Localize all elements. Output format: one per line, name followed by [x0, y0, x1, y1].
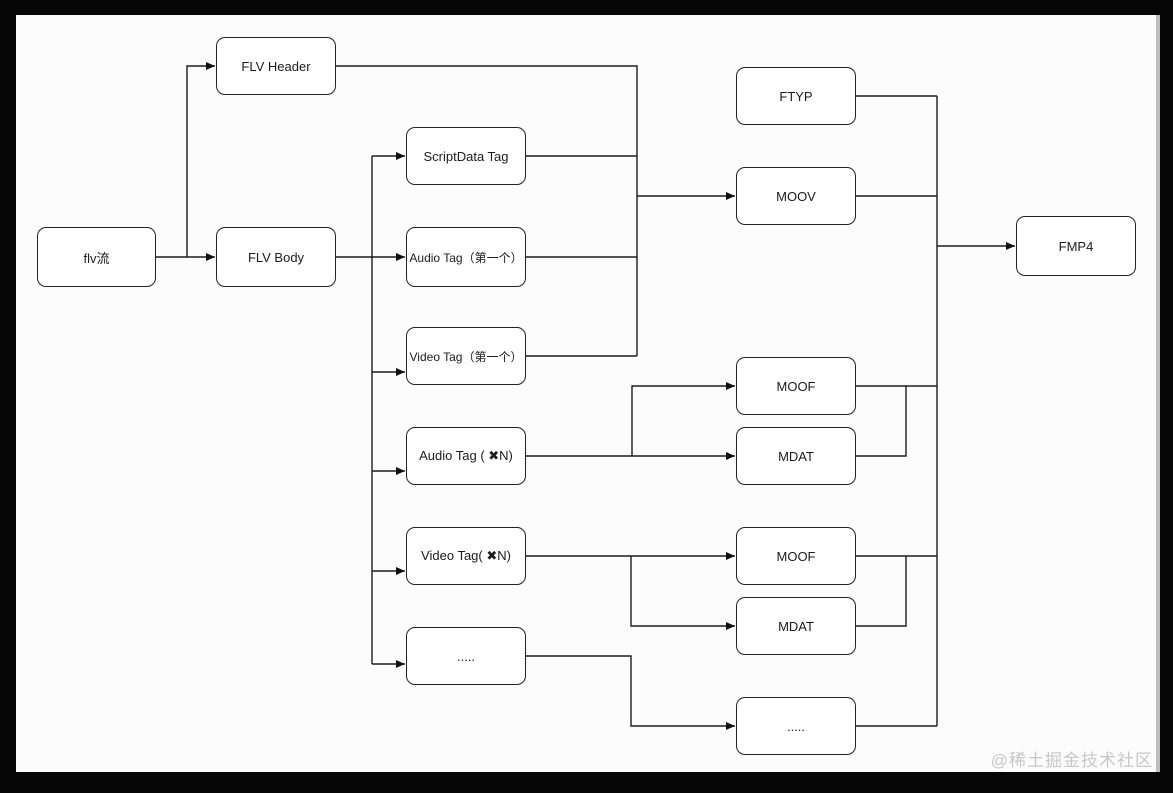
node-mdat-1: MDAT: [736, 427, 856, 485]
node-audio-tag-first: Audio Tag（第一个）: [406, 227, 526, 287]
node-moof-2: MOOF: [736, 527, 856, 585]
watermark: @稀土掘金技术社区: [990, 751, 1153, 770]
node-ftyp: FTYP: [736, 67, 856, 125]
edge-audiotag-n-moof1: [631, 382, 735, 456]
node-flv-body: FLV Body: [216, 227, 336, 287]
edge-mdat2-out: [856, 556, 907, 627]
node-moof-1: MOOF: [736, 357, 856, 415]
node-flv-stream: flv流: [37, 227, 156, 287]
node-video-tag-n: Video Tag( ✖N): [406, 527, 526, 585]
node-video-tag-first: Video Tag（第一个）: [406, 327, 526, 385]
node-dots-mid: .....: [406, 627, 526, 685]
node-mdat-2: MDAT: [736, 597, 856, 655]
diagram-canvas: [16, 15, 1156, 772]
node-scriptdata-tag: ScriptData Tag: [406, 127, 526, 185]
edge-flvheader-merge: [336, 65, 638, 356]
node-audio-tag-n: Audio Tag ( ✖N): [406, 427, 526, 485]
edge-videotag-n-mdat2: [630, 556, 735, 630]
node-moov: MOOV: [736, 167, 856, 225]
edge-dots-mid-dots-right: [526, 655, 735, 730]
edge-mdat1-out: [856, 386, 907, 457]
node-fmp4: FMP4: [1016, 216, 1136, 276]
node-dots-right: .....: [736, 697, 856, 755]
edge-flvstream-flvheader: [186, 62, 215, 257]
right-edge-strip: [1156, 15, 1160, 772]
node-flv-header: FLV Header: [216, 37, 336, 95]
